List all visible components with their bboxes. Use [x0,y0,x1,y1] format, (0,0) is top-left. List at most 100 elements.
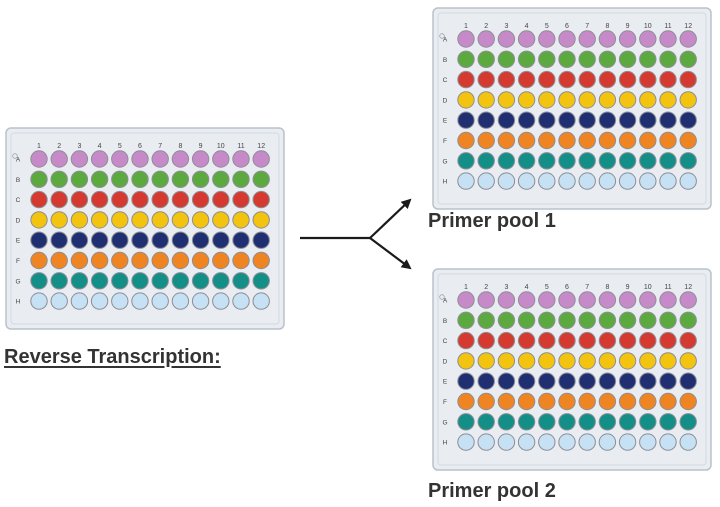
well [679,91,697,109]
well [618,70,637,89]
row-label: F [16,258,20,265]
well [618,30,637,48]
well [151,150,169,168]
well [497,131,516,150]
well [111,231,129,249]
column-label: 10 [644,284,652,291]
well [50,190,68,209]
well [538,172,556,190]
well [659,91,677,109]
well [578,30,596,48]
well [131,292,149,310]
well [578,111,596,129]
well [30,150,48,168]
well [659,30,677,48]
plate-corner-notch [439,294,445,300]
well [639,91,657,109]
well [131,272,149,290]
well [50,251,68,270]
well [639,111,657,129]
well [191,292,210,310]
well [477,111,495,129]
well [497,172,516,190]
well [90,292,109,310]
well [457,131,475,150]
well [538,372,556,390]
column-label: 6 [565,23,569,30]
well [558,311,576,329]
well [538,91,556,109]
well [578,91,596,109]
well [517,152,536,170]
well [171,190,190,209]
well [618,152,637,170]
well [578,331,596,350]
well [131,170,149,188]
well [659,50,677,68]
well [618,352,637,370]
well [659,413,677,431]
well [70,211,89,229]
well [191,272,210,290]
well [232,251,250,270]
well [457,70,475,89]
well [558,111,576,129]
well [30,272,48,290]
well [50,231,68,249]
well [232,170,250,188]
well [212,211,230,229]
well [252,272,270,290]
well [538,50,556,68]
well [111,251,129,270]
well [538,70,556,89]
well [558,30,576,48]
well [111,211,129,229]
column-label: 4 [525,284,529,291]
well [517,372,536,390]
well [90,190,109,209]
well [111,292,129,310]
well [679,50,697,68]
well [517,70,536,89]
well [232,211,250,229]
well [578,352,596,370]
well [151,190,169,209]
well [497,433,516,451]
column-label: 5 [118,143,122,150]
well [598,172,617,190]
well [558,131,576,150]
well [50,150,68,168]
well [191,231,210,249]
well [497,352,516,370]
well [212,150,230,168]
well [477,311,495,329]
well [618,433,637,451]
well [232,231,250,249]
well [111,272,129,290]
well [598,413,617,431]
well [457,50,475,68]
well [90,231,109,249]
reverse-transcription-caption: Reverse Transcription: [4,346,221,368]
column-label: 11 [237,143,244,150]
row-label: E [443,118,448,125]
well [477,152,495,170]
well [618,311,637,329]
column-label: 4 [98,143,102,150]
well [517,413,536,431]
well [477,30,495,48]
well [558,172,576,190]
well [598,50,617,68]
well [30,231,48,249]
column-label: 1 [464,23,468,30]
plate-inner-rim [437,12,707,205]
well [151,211,169,229]
row-label: H [443,179,448,186]
well [131,150,149,168]
well [171,272,190,290]
well [618,392,637,411]
row-label: C [16,197,21,204]
well [191,170,210,188]
well [558,352,576,370]
well [578,433,596,451]
